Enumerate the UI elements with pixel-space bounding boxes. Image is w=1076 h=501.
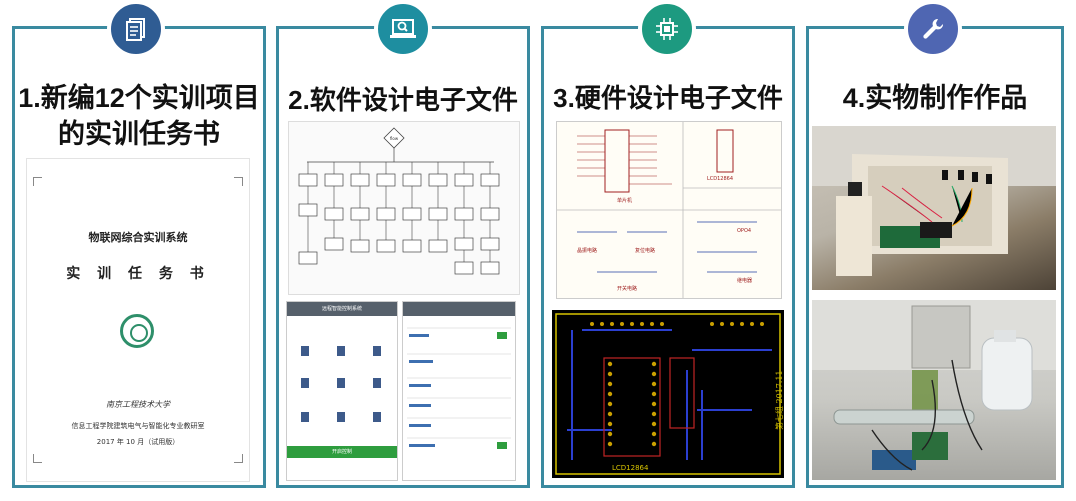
laptop-search-icon [374,0,432,58]
schematic-label-mcu: 单片机 [617,197,632,204]
schematic-label-reset: 复位电路 [635,247,655,254]
schematic-label-lcd: LCD12864 [707,176,733,182]
app-screen-left: 远程智能控制系统 开启控制 [286,301,398,481]
cover-heading: 物联网综合实训系统 [88,231,188,244]
product-photo-1 [812,126,1056,290]
document-stack-icon [107,0,165,58]
cover-department: 信息工程学院建筑电气与智能化专业教研室 [71,422,205,430]
app-control-button[interactable]: 开启控制 [287,446,397,458]
schematic-label-opo: OPO4 [737,228,751,234]
chip-icon [638,0,696,58]
panel-3-title: 3.硬件设计电子文件 [553,83,783,113]
pcb-board-label: LCD12864 [612,464,649,472]
cover-subheading: 实 训 任 务 书 [66,266,210,282]
schematic-label-crystal: 晶振电路 [577,247,597,254]
university-seal [120,314,154,348]
app-header: 远程智能控制系统 [287,302,397,316]
panel-1-title: 1.新编12个实训项目 的实训任务书 [18,83,260,149]
cover-date: 2017 年 10 月（试用版） [96,438,180,446]
product-photo-2 [812,300,1056,480]
hardware-pcb: LCD12864 第七组 2017.11 [552,310,784,478]
pcb-maker-label: 第七组 2017.11 [774,370,784,430]
flow-start-label: flow [390,136,399,141]
panel-4-title: 4.实物制作作品 [842,83,1028,113]
software-flowchart: flow [288,121,520,295]
app-screen-right [402,301,516,481]
task-book-cover: 物联网综合实训系统 实 训 任 务 书 南京工程技术大学 信息工程学院建筑电气与… [26,158,250,482]
hardware-schematic: 单片机 LCD12864 复位电路 晶振电路 开关电路 OPO4 继电器 [556,121,782,299]
panel-2-title: 2.软件设计电子文件 [288,85,518,115]
wrench-icon [904,0,962,58]
cover-university: 南京工程技术大学 [106,400,170,409]
schematic-label-switch: 开关电路 [617,285,637,292]
schematic-label-relay: 继电器 [737,277,752,284]
